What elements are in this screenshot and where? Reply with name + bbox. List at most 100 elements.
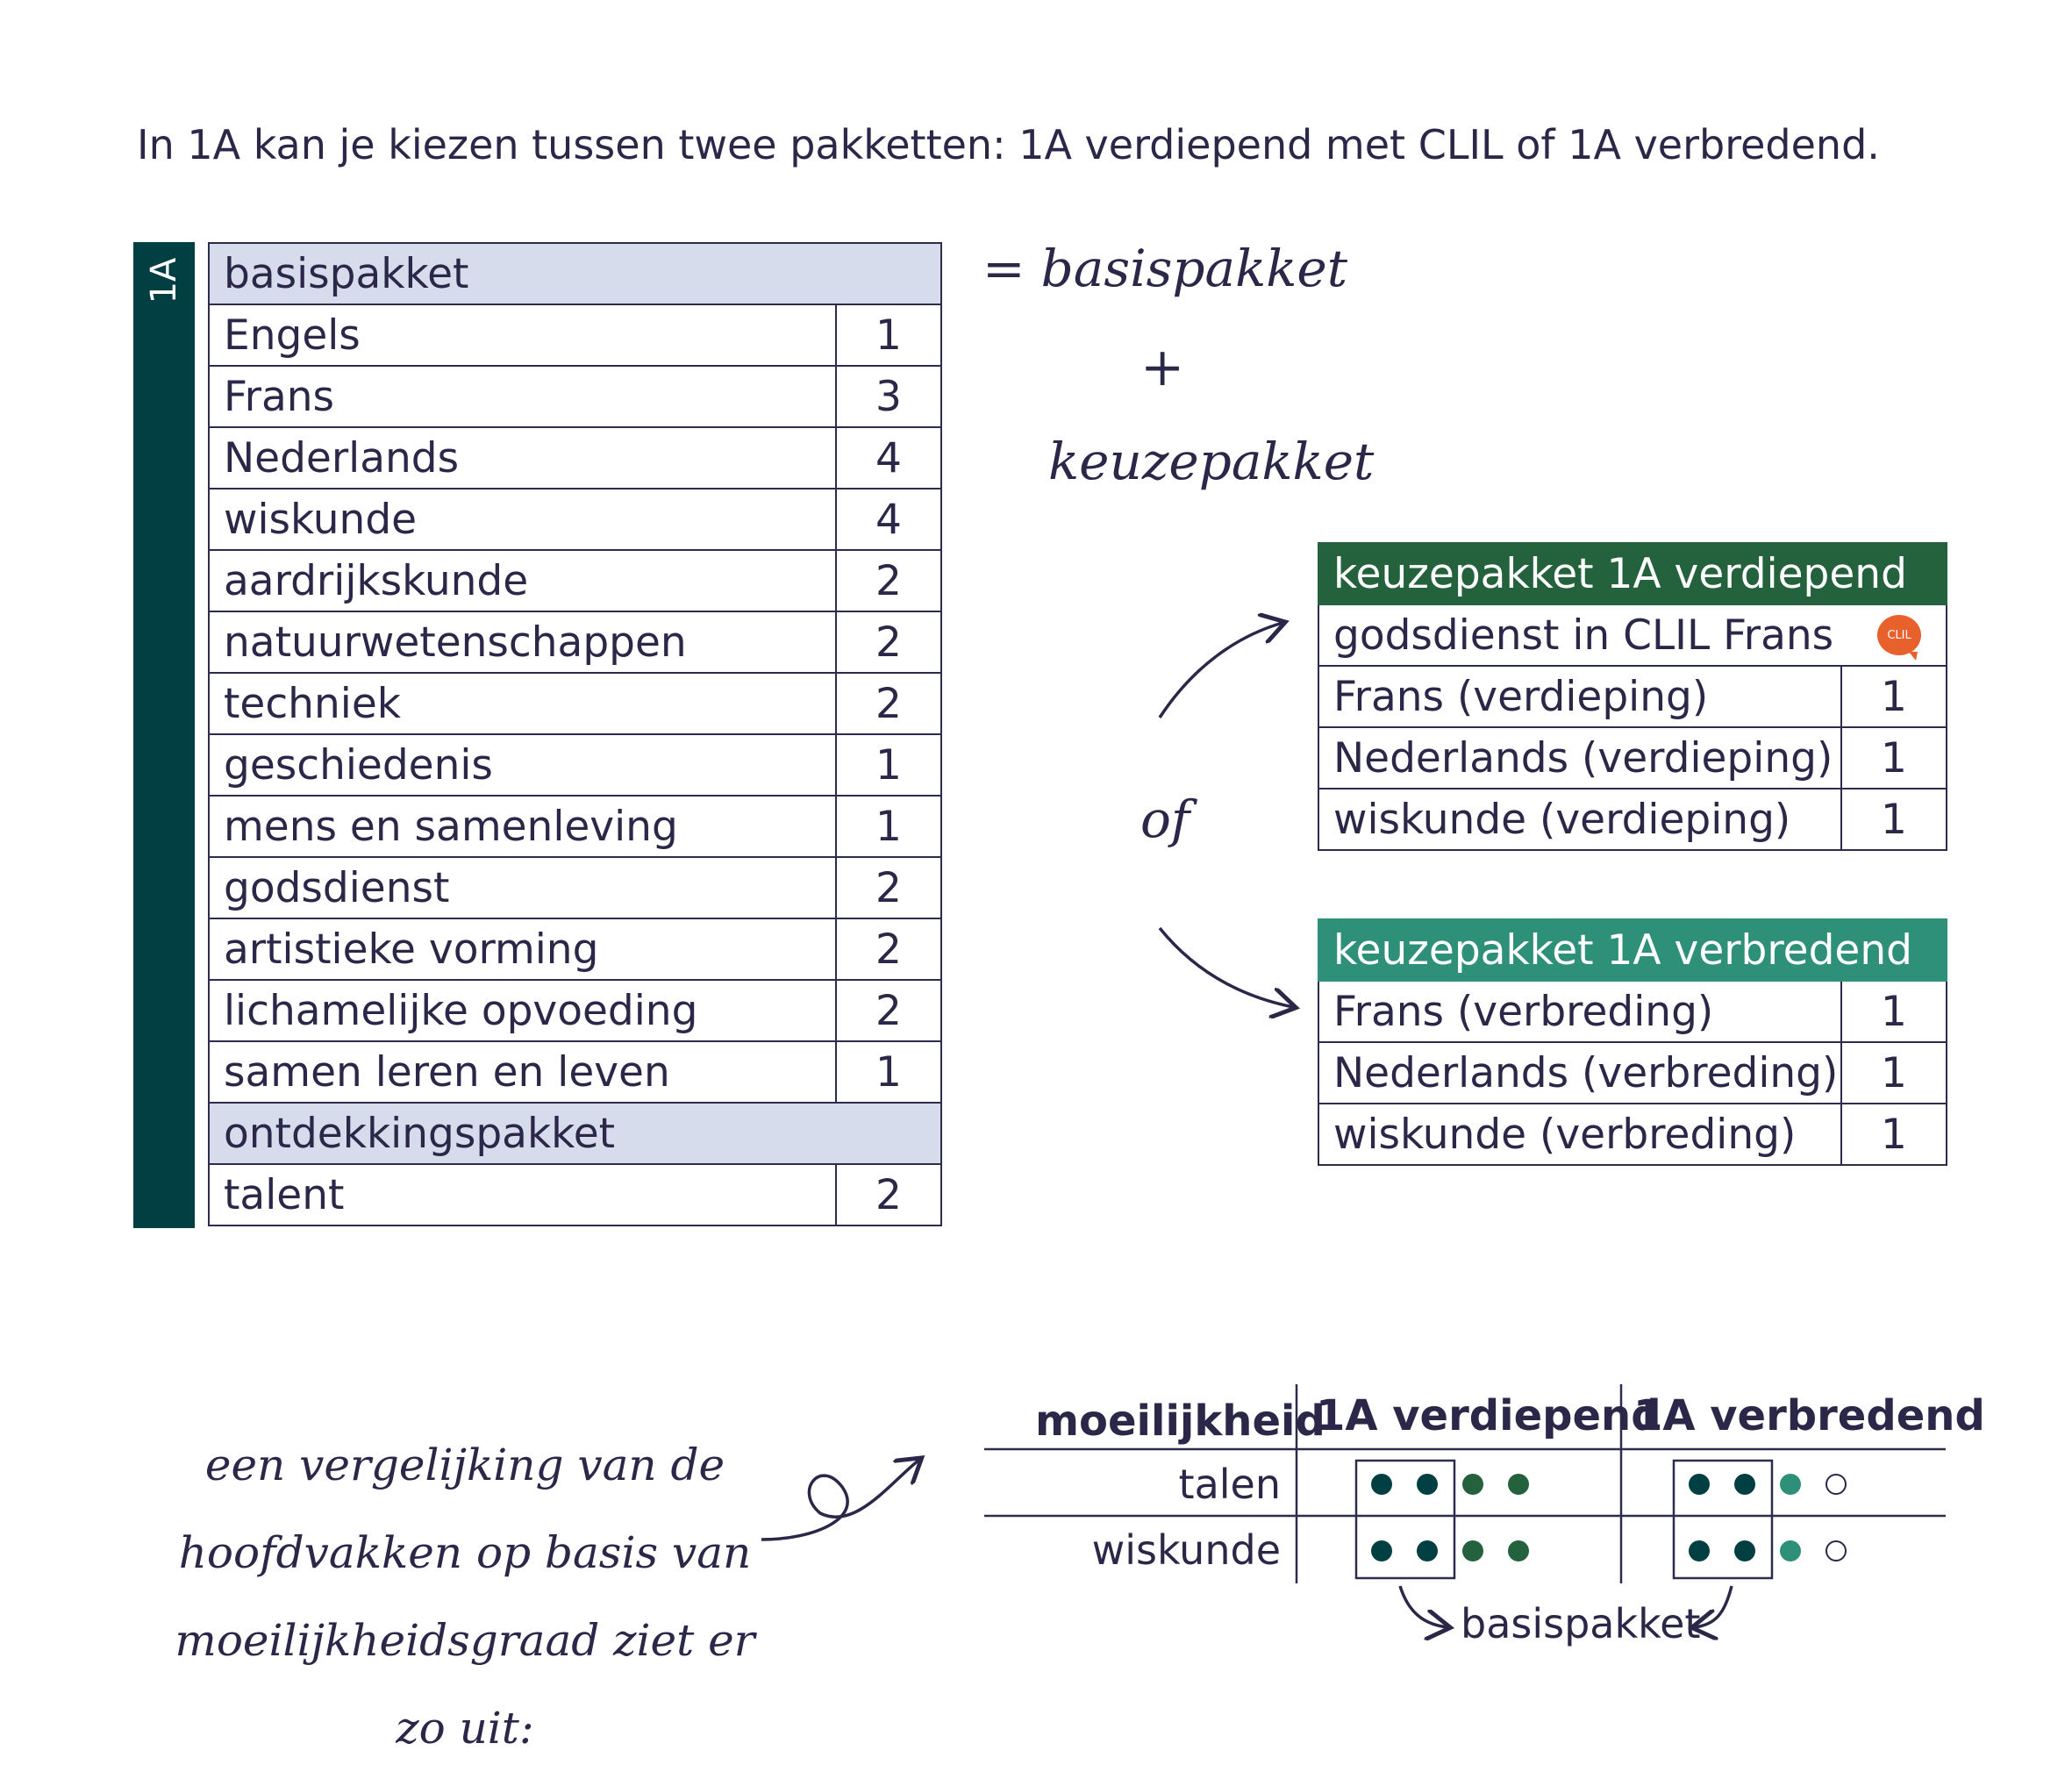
- subject-cell: samen leren en leven: [208, 1040, 837, 1104]
- table-row: Frans (verdieping)1: [1318, 665, 1948, 728]
- subject-cell: techniek: [208, 672, 837, 735]
- table-row: wiskunde (verdieping)1: [1318, 788, 1948, 851]
- table-header: keuzepakket 1A verdiepend: [1317, 542, 1948, 605]
- subject-cell: wiskunde: [208, 488, 837, 551]
- table-title: keuzepakket 1A verbredend: [1317, 918, 1948, 982]
- comparison-intro: een vergelijking van de hoofdvakken op b…: [175, 1440, 755, 1754]
- cmp-header-label: moeilijkheid: [1035, 1397, 1325, 1446]
- arrow-to-verdiepend: [1158, 623, 1282, 718]
- subject-cell: godsdienst: [208, 856, 837, 919]
- keuze-verbredend-table: keuzepakket 1A verbredend Frans (verbred…: [1317, 918, 1948, 1166]
- clil-cell: godsdienst in CLIL Frans CLIL: [1317, 604, 1948, 667]
- difficulty-dot: [1780, 1540, 1801, 1561]
- subject-cell: artistieke vorming: [208, 918, 837, 981]
- cmp-header-verdiepend: 1A verdiepend: [1316, 1391, 1661, 1440]
- cmp-header-verbredend: 1A verbredend: [1633, 1391, 1985, 1440]
- basis-box-verdiepend: [1354, 1459, 1456, 1580]
- cmp-row-label: wiskunde: [1091, 1526, 1281, 1574]
- table-row: Nederlands (verdieping)1: [1318, 726, 1948, 790]
- intro-text: In 1A kan je kiezen tussen twee pakkette…: [137, 121, 1880, 168]
- hours-cell: 1: [1840, 1041, 1948, 1104]
- hours-cell: 4: [834, 426, 943, 489]
- table-row: Nederlands (verbreding)1: [1318, 1041, 1948, 1104]
- hours-cell: 1: [1840, 788, 1948, 851]
- equation-basis: = basispakket: [982, 239, 1347, 298]
- subject-cell: wiskunde (verdieping): [1318, 788, 1842, 851]
- difficulty-dot: [1689, 1540, 1710, 1561]
- class-label-bar: 1A: [133, 242, 195, 1228]
- hours-cell: 1: [1840, 665, 1948, 728]
- difficulty-dot: [1734, 1540, 1755, 1561]
- difficulty-dot: [1826, 1540, 1847, 1561]
- section-header-basispakket: basispakket: [207, 242, 943, 305]
- difficulty-dot: [1371, 1540, 1392, 1561]
- keuze-verdiepend-table: keuzepakket 1A verdiepend godsdienst in …: [1317, 542, 1948, 851]
- decor-lines: [761, 0, 1946, 1714]
- difficulty-dot: [1371, 1474, 1392, 1495]
- subject-cell: aardrijkskunde: [208, 549, 837, 612]
- arrow-to-comparison: [761, 1460, 919, 1541]
- difficulty-dot: [1508, 1474, 1529, 1495]
- subject-cell: Engels: [208, 304, 837, 367]
- subject-cell: talent: [208, 1163, 837, 1226]
- difficulty-dot: [1462, 1474, 1483, 1495]
- table-title: keuzepakket 1A verdiepend: [1317, 542, 1948, 605]
- hours-cell: 2: [834, 549, 943, 612]
- hours-cell: 2: [834, 672, 943, 735]
- subject-cell: wiskunde (verbreding): [1318, 1103, 1842, 1166]
- equation-basis-label: basispakket: [1040, 239, 1348, 298]
- difficulty-dot: [1462, 1540, 1483, 1561]
- hours-cell: 1: [1840, 1103, 1948, 1166]
- section-title: ontdekkingspakket: [207, 1102, 943, 1165]
- hours-cell: 2: [834, 1163, 943, 1226]
- subject-cell: mens en samenleving: [208, 795, 837, 858]
- subject-cell: Frans: [208, 365, 837, 428]
- clil-badge-icon: CLIL: [1877, 615, 1922, 661]
- equals-sign: =: [982, 239, 1025, 298]
- section-header-ontdekkingspakket: ontdekkingspakket: [207, 1102, 943, 1165]
- or-label: of: [1140, 790, 1190, 849]
- hours-cell: 4: [834, 488, 943, 551]
- hours-cell: 1: [1840, 980, 1948, 1043]
- table-row-clil: godsdienst in CLIL Frans CLIL: [1317, 604, 1948, 667]
- hours-cell: 2: [834, 611, 943, 674]
- hours-cell: 2: [834, 918, 943, 981]
- subject-cell: Nederlands: [208, 426, 837, 489]
- table-row: Frans (verbreding)1: [1318, 980, 1948, 1043]
- hours-cell: 1: [834, 733, 943, 797]
- hours-cell: 1: [834, 304, 943, 367]
- difficulty-dot: [1417, 1540, 1438, 1561]
- cmp-footer-basispakket: basispakket: [1461, 1600, 1701, 1647]
- arrow-basis-left: [1398, 1585, 1447, 1627]
- subject-cell: Frans (verdieping): [1318, 665, 1842, 728]
- section-title: basispakket: [207, 242, 943, 305]
- hours-cell: 1: [1840, 726, 1948, 790]
- subject-cell: Nederlands (verdieping): [1318, 726, 1842, 790]
- basis-box-verbredend: [1672, 1459, 1774, 1580]
- difficulty-dot: [1826, 1474, 1847, 1495]
- difficulty-dot: [1734, 1474, 1755, 1495]
- difficulty-dot: [1689, 1474, 1710, 1495]
- plus-sign: +: [1140, 337, 1185, 398]
- arrow-to-verbredend: [1158, 926, 1293, 1007]
- clil-subject: godsdienst in CLIL Frans: [1333, 611, 1834, 660]
- hours-cell: 3: [834, 365, 943, 428]
- hours-cell: 2: [834, 979, 943, 1042]
- hours-cell: 1: [834, 1040, 943, 1104]
- equation-keuze-label: keuzepakket: [1048, 432, 1375, 491]
- hours-cell: 1: [834, 795, 943, 858]
- hours-cell: 2: [834, 856, 943, 919]
